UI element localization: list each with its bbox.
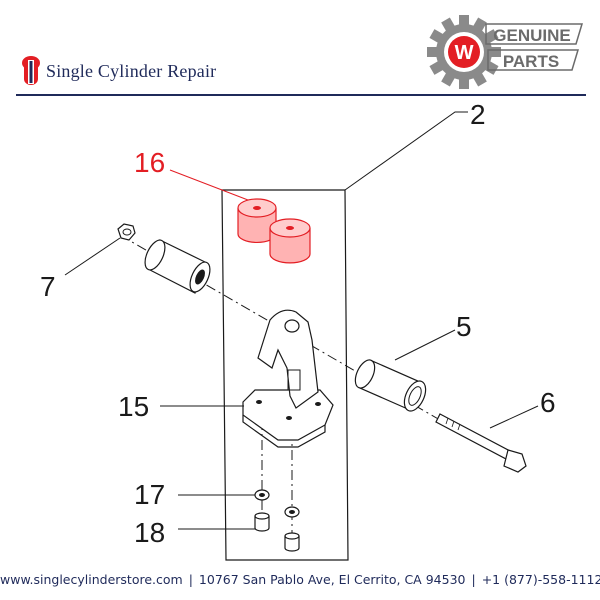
gear-icon: W GENUINE PARTS [427,15,584,89]
brand[interactable]: Single Cylinder Repair [20,53,216,89]
footer-phone-link[interactable]: +1 (877)-558-1112 [481,572,600,587]
callout-7[interactable]: 7 [40,271,56,302]
parts-diagram: 2 16 7 5 15 6 17 18 [40,99,556,561]
part-18-screws[interactable] [254,512,300,552]
part-15-bracket[interactable] [242,309,334,448]
footer-website-link[interactable]: www.singlecylinderstore.com [0,572,183,587]
callout-16[interactable]: 16 [134,147,165,178]
footer-separator: | [471,572,476,587]
assembly-frame [221,189,349,561]
leader-2 [344,111,468,191]
left-sleeve[interactable] [141,237,214,295]
piston-logo-icon [22,56,40,85]
bushing-1 [237,198,277,244]
leader-5 [394,329,456,361]
genuine-parts-badge: W GENUINE PARTS [426,14,586,90]
callout-17[interactable]: 17 [134,479,165,510]
callout-2[interactable]: 2 [470,99,486,130]
leader-7 [64,237,121,276]
callout-18[interactable]: 18 [134,517,165,548]
bushing-2 [269,218,311,264]
part-5-sleeve[interactable] [351,357,430,414]
part-16-bushings[interactable] [237,198,311,264]
badge-parts-text: PARTS [503,52,559,71]
part-6-bolt[interactable] [435,413,527,473]
footer-separator: | [188,572,193,587]
leader-6 [489,405,539,429]
part-7-nut[interactable] [117,223,136,241]
callout-5[interactable]: 5 [456,311,472,342]
brand-name: Single Cylinder Repair [46,60,217,81]
footer: www.singlecylinderstore.com | 10767 San Pa… [0,572,600,596]
header-divider [16,94,586,96]
leader-16 [169,169,249,201]
footer-address: 10767 San Pablo Ave, El Cerrito, CA 9453… [198,572,466,587]
badge-genuine-text: GENUINE [493,26,570,45]
header: Single Cylinder Repair [0,0,600,96]
callout-6[interactable]: 6 [540,387,556,418]
part-17-washers[interactable] [254,489,300,518]
leader-lines [64,111,539,530]
callout-15[interactable]: 15 [118,391,149,422]
badge-letter: W [455,42,474,64]
